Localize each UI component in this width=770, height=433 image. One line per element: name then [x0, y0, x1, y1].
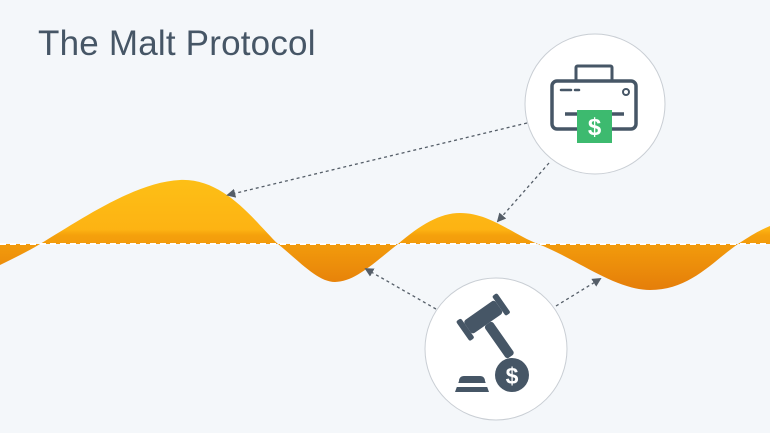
supply-wave	[0, 179, 770, 290]
slide-title: The Malt Protocol	[38, 24, 316, 63]
arrow-printer-to-peak-2	[496, 162, 550, 223]
printer-node: $	[524, 33, 666, 175]
money-printer-icon: $	[550, 64, 638, 143]
auction-node: $	[424, 277, 568, 421]
auction-dollar-symbol: $	[506, 363, 519, 389]
arrow-auction-to-trough-1	[364, 268, 437, 310]
arrow-auction-to-trough-2	[555, 278, 602, 307]
printer-dollar-symbol: $	[588, 114, 602, 141]
arrow-printer-to-peak-1	[226, 122, 528, 198]
arrows	[226, 122, 602, 310]
gavel-auction-icon: $	[455, 293, 529, 392]
